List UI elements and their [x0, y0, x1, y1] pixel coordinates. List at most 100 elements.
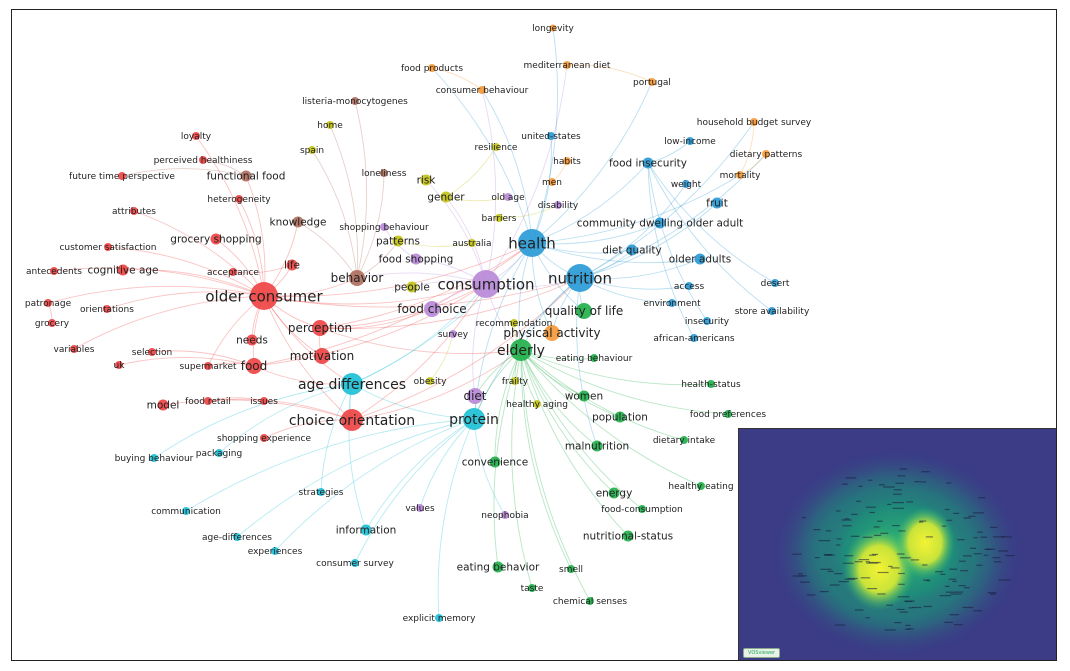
- node-life[interactable]: [286, 259, 298, 271]
- node-food-retail[interactable]: [204, 397, 212, 405]
- node-environment[interactable]: [668, 299, 676, 307]
- node-risk[interactable]: [420, 174, 432, 186]
- node-attributes[interactable]: [130, 207, 138, 215]
- node-fruit[interactable]: [711, 197, 723, 209]
- node-old-age[interactable]: [504, 193, 512, 201]
- node-protein[interactable]: [463, 408, 485, 430]
- node-chemical-senses[interactable]: [586, 597, 594, 605]
- node-perceived-healthiness[interactable]: [199, 156, 207, 164]
- node-older-consumer[interactable]: [250, 282, 278, 310]
- node-behavior[interactable]: [349, 270, 365, 286]
- node-loneliness[interactable]: [380, 169, 388, 177]
- node-shopping-behaviour[interactable]: [380, 223, 388, 231]
- node-longevity[interactable]: [549, 24, 557, 32]
- node-future-time-perspective[interactable]: [118, 172, 126, 180]
- node-healthy-aging[interactable]: [533, 400, 541, 408]
- node-age-differences2[interactable]: [233, 533, 241, 541]
- node-choice-orientation[interactable]: [341, 409, 363, 431]
- node-resilience[interactable]: [492, 143, 500, 151]
- node-listeria[interactable]: [351, 97, 359, 105]
- node-australia[interactable]: [468, 239, 476, 247]
- node-men[interactable]: [548, 178, 556, 186]
- node-eating-behavior[interactable]: [492, 561, 504, 573]
- node-patronage[interactable]: [44, 299, 52, 307]
- node-consumer-behaviour[interactable]: [478, 86, 486, 94]
- node-access[interactable]: [685, 282, 693, 290]
- node-selection[interactable]: [148, 348, 156, 356]
- node-spain[interactable]: [308, 146, 316, 154]
- node-uk[interactable]: [115, 361, 123, 369]
- node-diet-quality[interactable]: [626, 244, 638, 256]
- node-experiences[interactable]: [271, 547, 279, 555]
- node-consumer-survey[interactable]: [351, 559, 359, 567]
- node-elderly[interactable]: [510, 339, 532, 361]
- node-acceptance[interactable]: [229, 268, 237, 276]
- node-issues[interactable]: [260, 397, 268, 405]
- node-heterogeneity[interactable]: [235, 195, 243, 203]
- node-grocery-shopping[interactable]: [210, 233, 222, 245]
- node-healthy-eating[interactable]: [697, 482, 705, 490]
- node-gender[interactable]: [440, 191, 452, 203]
- node-united-states[interactable]: [547, 132, 555, 140]
- node-disability[interactable]: [554, 201, 562, 209]
- node-women[interactable]: [578, 390, 590, 402]
- node-dietary-intake[interactable]: [680, 436, 688, 444]
- node-functional-food[interactable]: [240, 170, 252, 182]
- node-grocery[interactable]: [48, 319, 56, 327]
- node-portugal[interactable]: [648, 78, 656, 86]
- node-perception[interactable]: [312, 320, 328, 336]
- node-communication[interactable]: [182, 507, 190, 515]
- node-insecurity[interactable]: [703, 317, 711, 325]
- node-loyalty[interactable]: [192, 132, 200, 140]
- node-customer-satisfaction[interactable]: [104, 243, 112, 251]
- node-household-budget-survey[interactable]: [750, 118, 758, 126]
- node-values[interactable]: [416, 504, 424, 512]
- node-strategies[interactable]: [317, 488, 325, 496]
- node-food-choice[interactable]: [424, 301, 440, 317]
- node-mediterranean-diet[interactable]: [563, 61, 571, 69]
- node-low-income[interactable]: [686, 137, 694, 145]
- node-diet[interactable]: [467, 388, 483, 404]
- node-food-shopping[interactable]: [410, 253, 422, 265]
- node-food[interactable]: [246, 358, 262, 374]
- node-weight[interactable]: [682, 180, 690, 188]
- node-desert[interactable]: [771, 279, 779, 287]
- node-needs[interactable]: [246, 334, 258, 346]
- node-consumption[interactable]: [472, 270, 500, 298]
- node-food-consumption[interactable]: [638, 505, 646, 513]
- node-food-products[interactable]: [428, 64, 436, 72]
- node-physical-activity[interactable]: [544, 325, 560, 341]
- node-frailty[interactable]: [511, 377, 519, 385]
- node-neophobia[interactable]: [501, 511, 509, 519]
- node-smell[interactable]: [567, 565, 575, 573]
- node-mortality[interactable]: [736, 171, 744, 179]
- node-antecedents[interactable]: [50, 267, 58, 275]
- node-age-differences[interactable]: [341, 373, 363, 395]
- node-eating-behaviour[interactable]: [590, 354, 598, 362]
- node-food-preferences[interactable]: [724, 410, 732, 418]
- node-buying-behaviour[interactable]: [150, 454, 158, 462]
- node-energy[interactable]: [608, 487, 620, 499]
- node-health-status[interactable]: [707, 380, 715, 388]
- node-dietary-patterns[interactable]: [762, 150, 770, 158]
- node-recommendation[interactable]: [510, 319, 518, 327]
- node-food-insecurity[interactable]: [642, 157, 654, 169]
- node-barriers[interactable]: [495, 214, 503, 222]
- node-community-dwelling[interactable]: [654, 217, 666, 229]
- node-cognitive-age[interactable]: [117, 264, 129, 276]
- node-variables[interactable]: [70, 345, 78, 353]
- node-explicit-memory[interactable]: [435, 614, 443, 622]
- node-obesity[interactable]: [426, 377, 434, 385]
- node-habits[interactable]: [563, 157, 571, 165]
- node-people[interactable]: [406, 281, 418, 293]
- node-population[interactable]: [614, 411, 626, 423]
- node-home[interactable]: [326, 121, 334, 129]
- node-nutrition[interactable]: [566, 264, 594, 292]
- node-older-adults[interactable]: [694, 253, 706, 265]
- node-nutritional-status[interactable]: [622, 530, 634, 542]
- node-orientations[interactable]: [103, 305, 111, 313]
- node-african-americans[interactable]: [690, 334, 698, 342]
- node-packaging[interactable]: [215, 449, 223, 457]
- node-model[interactable]: [157, 399, 169, 411]
- node-motivation[interactable]: [314, 348, 330, 364]
